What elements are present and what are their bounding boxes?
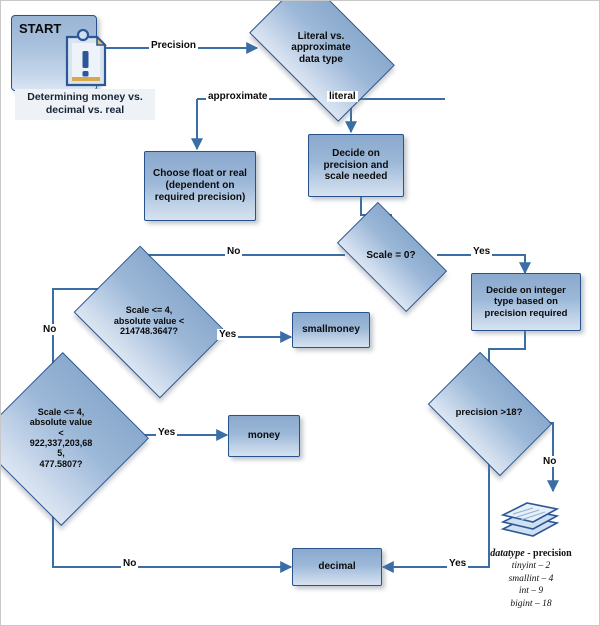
edge-label-smallmoney-yes: Yes bbox=[217, 329, 239, 340]
decision-precision-gt-18[interactable]: precision >18? bbox=[427, 351, 553, 477]
terminal-smallmoney[interactable]: smallmoney bbox=[292, 312, 370, 348]
terminal-money[interactable]: money bbox=[228, 415, 300, 457]
decision-scale-equals-zero[interactable]: Scale = 0? bbox=[336, 201, 448, 313]
edge-label-scale0-yes: Yes bbox=[471, 246, 493, 257]
legend-datatype-precision: datatype - precision tinyint – 2 smallin… bbox=[467, 547, 595, 610]
edge-label-smallmoney-no: No bbox=[41, 324, 59, 335]
line: scale needed bbox=[324, 171, 388, 183]
terminal-label: money bbox=[247, 430, 281, 442]
process-label: Choose float or real (dependent on requi… bbox=[153, 168, 247, 203]
decision-scale4-smallmoney[interactable]: Scale <= 4, absolute value < 214748.3647… bbox=[73, 245, 227, 399]
edge-label-precision18-yes: Yes bbox=[447, 558, 469, 569]
terminal-label: smallmoney bbox=[302, 324, 360, 336]
decision-literal-vs-approximate[interactable]: Literal vs. approximate data type bbox=[249, 1, 395, 122]
line: Choose float or real bbox=[153, 168, 247, 180]
line: type based on bbox=[494, 296, 558, 308]
start-node-caption: Determining money vs. decimal vs. real bbox=[15, 89, 155, 121]
note-exclamation-icon bbox=[65, 28, 107, 87]
edge-smallmoney-no bbox=[47, 288, 111, 381]
edge-label-money-no: No bbox=[121, 558, 139, 569]
legend-row: bigint – 18 bbox=[510, 598, 552, 609]
line: precision and bbox=[323, 159, 389, 171]
line: Decide on bbox=[332, 147, 380, 159]
legend-row: tinyint – 2 bbox=[511, 561, 551, 572]
process-label: Decide on precision and scale needed bbox=[323, 148, 388, 183]
edge-label-scale0-no: No bbox=[225, 246, 243, 257]
line: (dependent on bbox=[165, 180, 235, 192]
legend-row: smallint – 4 bbox=[508, 573, 554, 584]
edge-precision18-yes bbox=[381, 449, 490, 573]
edge-label-precision18-no: No bbox=[541, 456, 559, 467]
terminal-decimal[interactable]: decimal bbox=[292, 548, 382, 586]
edge-scale0-yes bbox=[437, 254, 531, 275]
edge-label-precision: Precision bbox=[149, 40, 199, 51]
line: required precision) bbox=[154, 191, 246, 203]
legend-row: int – 9 bbox=[518, 586, 544, 597]
line: Decide on integer bbox=[486, 285, 566, 297]
decision-scale4-money[interactable]: Scale <= 4, absolute value < 922,337,203… bbox=[1, 352, 149, 526]
legend-title: datatype - precision bbox=[467, 547, 595, 560]
edge-label-money-yes: Yes bbox=[156, 427, 178, 438]
edge-money-no bbox=[52, 496, 293, 573]
document-stack-icon bbox=[500, 502, 560, 537]
legend-title-rest: - precision bbox=[524, 548, 572, 559]
process-label: Decide on integer type based on precisio… bbox=[485, 285, 568, 319]
process-decide-integer-type[interactable]: Decide on integer type based on precisio… bbox=[471, 273, 581, 331]
process-choose-float-or-real[interactable]: Choose float or real (dependent on requi… bbox=[144, 151, 256, 221]
edge-label-literal: literal bbox=[327, 91, 358, 102]
legend-title-term: datatype bbox=[490, 548, 525, 559]
process-decide-precision-and-scale[interactable]: Decide on precision and scale needed bbox=[308, 134, 404, 197]
line: precision required bbox=[484, 307, 568, 319]
start-node-label: START bbox=[19, 21, 62, 36]
terminal-label: decimal bbox=[318, 561, 356, 573]
edge-label-approximate: approximate bbox=[206, 91, 270, 102]
